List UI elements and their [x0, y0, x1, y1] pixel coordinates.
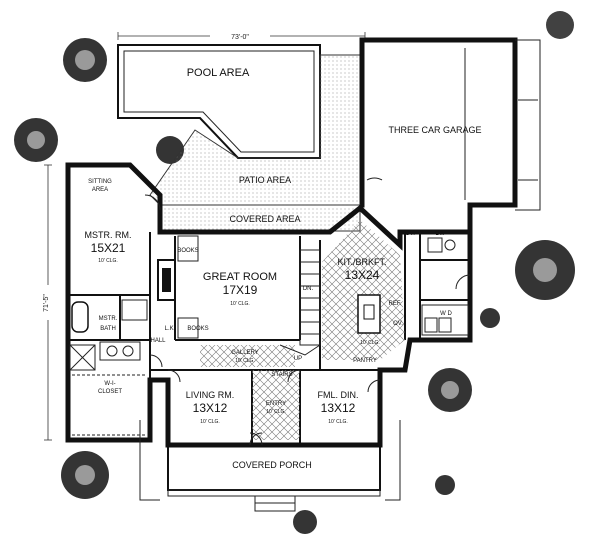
entry-label: ENTRY [266, 401, 286, 407]
gallery-floor [200, 345, 295, 367]
master-room-label: MSTR. RM. [85, 230, 132, 240]
entry-floor [252, 370, 300, 440]
closet-label-2: CLOSET [98, 389, 122, 395]
tree-icon [480, 308, 500, 328]
master-room-size: 15X21 [91, 241, 126, 255]
master-bath-label: MSTR. [99, 316, 118, 322]
books-label-top: BOOKS [177, 248, 198, 254]
tree-icon [428, 368, 472, 412]
kitchen-floor [322, 220, 405, 360]
dining-room-size: 13X12 [321, 401, 356, 415]
tree-icon [293, 510, 317, 534]
sitting-area-label: SITTING [88, 179, 112, 185]
patio-area: PATIO AREA [149, 54, 363, 206]
gallery-label: GALLERY [231, 350, 259, 356]
ov-label: OV. [405, 231, 415, 237]
covered-area-label: COVERED AREA [229, 214, 300, 224]
tree-icon [63, 38, 107, 82]
living-room-size: 13X12 [193, 401, 228, 415]
kitchen-fixtures: REF. PANTRY OV. OV. [353, 231, 415, 364]
patio-area-label: PATIO AREA [239, 175, 291, 185]
landscape-trees [14, 11, 575, 534]
living-room-ceiling: 10' CLG. [200, 419, 220, 425]
covered-area: COVERED AREA [159, 204, 361, 232]
dimension-width: 73'-0" [117, 32, 366, 41]
tree-icon [546, 11, 574, 39]
gallery-ceiling: 10' CLG. [235, 358, 255, 364]
garage-label: THREE CAR GARAGE [388, 125, 481, 135]
kitchen-ceiling: 10' CLG. [360, 340, 380, 346]
tree-icon [515, 240, 575, 300]
lk-label: L.K. [165, 326, 176, 332]
dimension-depth: 71'-5" [43, 164, 52, 441]
great-room-size: 17X19 [223, 283, 258, 297]
books-label-bottom: BOOKS [187, 326, 208, 332]
front-porch: COVERED PORCH [139, 420, 401, 512]
stairs-label: STAIRS [271, 372, 292, 378]
wd-label: W D [440, 311, 452, 317]
exterior-walls [65, 162, 473, 448]
closet-rods [72, 374, 145, 436]
stairs: DN. UP [279, 249, 321, 362]
depth-label: 71'-5" [43, 294, 50, 312]
dining-room-ceiling: 10' CLG. [328, 419, 348, 425]
sitting-area-label-2: AREA [92, 187, 108, 193]
master-bath-fixtures [69, 299, 148, 371]
stairs-up-label: UP [294, 356, 302, 362]
pool-area-label: POOL AREA [187, 67, 250, 79]
great-room-ceiling: 10' CLG. [230, 301, 250, 307]
utility: W D B.I. [421, 231, 469, 336]
tree-icon [61, 451, 109, 499]
covered-porch-label: COVERED PORCH [232, 460, 312, 470]
doors [144, 194, 471, 446]
closet-label: W-I- [104, 381, 115, 387]
pantry-label: PANTRY [353, 358, 377, 364]
living-room-label: LIVING RM. [186, 390, 235, 400]
width-label: 73'-0" [231, 34, 249, 41]
bi-label: B.I. [435, 231, 444, 237]
great-room-label: GREAT ROOM [203, 271, 277, 283]
stairs-down-label: DN. [303, 286, 314, 292]
hall-label: HALL [150, 338, 166, 344]
garage: THREE CAR GARAGE [359, 37, 541, 235]
tree-icon [435, 475, 455, 495]
tree-icon [14, 118, 58, 162]
entry-ceiling: 10' CLG. [266, 409, 286, 415]
dining-room-label: FML. DIN. [317, 390, 358, 400]
master-room-ceiling: 10' CLG. [98, 258, 118, 264]
kitchen-label: KIT./BRKFT. [337, 257, 386, 267]
fireplace: BOOKS BOOKS L.K. [157, 235, 209, 339]
kitchen-size: 13X24 [345, 268, 380, 282]
pool-area: POOL AREA [117, 44, 321, 159]
room-labels: SITTING AREA MSTR. RM. 15X21 10' CLG. GR… [85, 179, 387, 425]
oven-label: OV. [393, 321, 403, 327]
ref-label: REF. [388, 301, 401, 307]
master-bath-label-2: BATH [100, 326, 116, 332]
